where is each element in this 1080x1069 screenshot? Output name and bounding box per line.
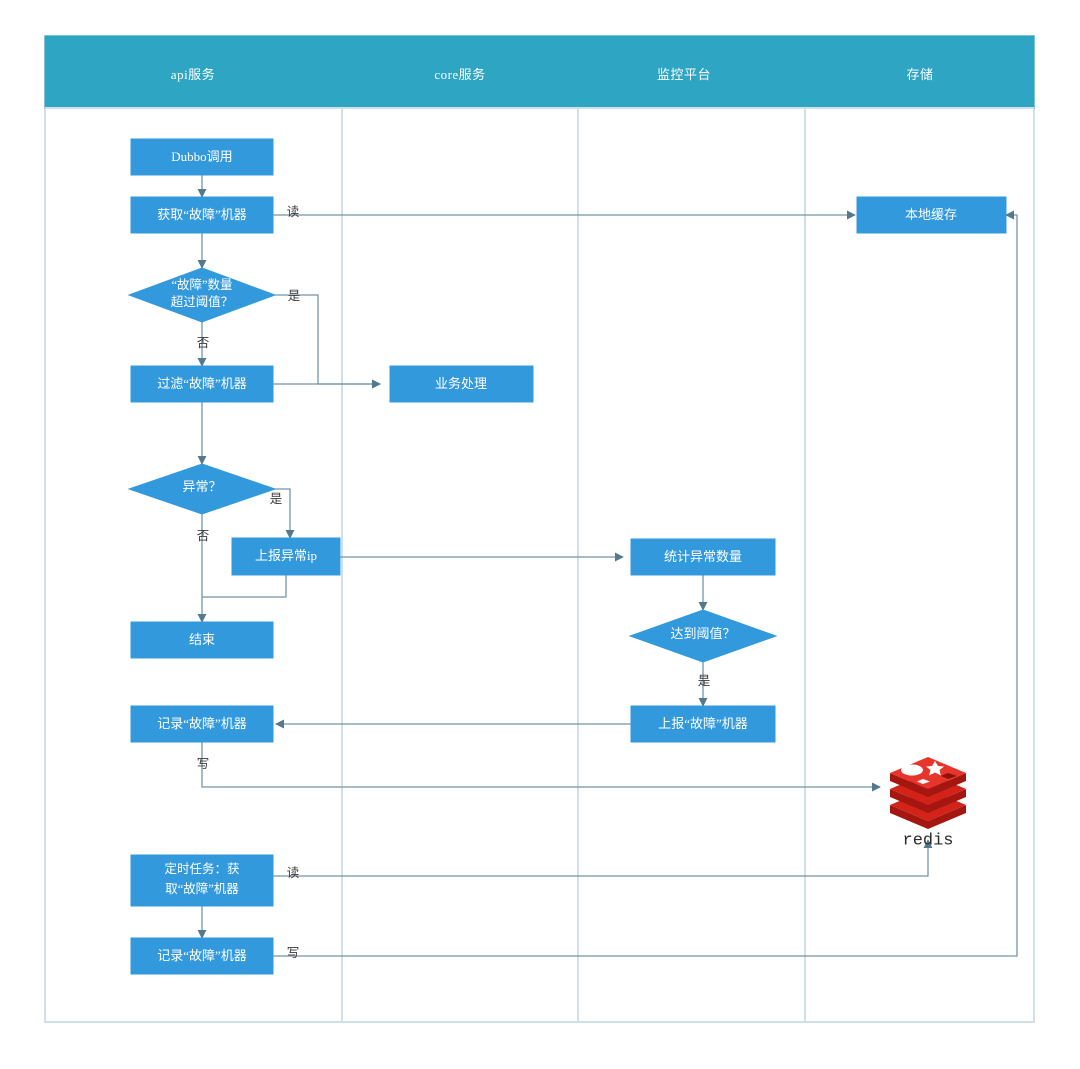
- node-local-cache[interactable]: 本地缓存: [856, 196, 1007, 234]
- node-cron-get-fault-rect[interactable]: [130, 854, 274, 907]
- node-business-label: 业务处理: [435, 376, 487, 391]
- node-count-abnormal-label: 统计异常数量: [664, 549, 742, 564]
- lane-headers: api服务 core服务 监控平台 存储: [171, 67, 933, 82]
- node-report-fault-rect[interactable]: [630, 705, 776, 743]
- lane-header-core: core服务: [434, 67, 485, 82]
- node-reach-threshold-label: 达到阈值？: [670, 626, 735, 641]
- node-get-fault-machines[interactable]: 获取“故障”机器: [130, 196, 274, 234]
- node-dubbo-call[interactable]: Dubbo调用: [130, 138, 274, 176]
- node-reach-threshold[interactable]: 达到阈值？: [628, 609, 778, 663]
- edge-label-no-abnormal: 否: [197, 529, 210, 543]
- node-record-fault-label: 记录“故障”机器: [157, 716, 247, 731]
- node-report-abnormal-ip[interactable]: 上报异常ip: [231, 537, 341, 576]
- edge-label-write-redis: 写: [197, 757, 210, 771]
- node-is-abnormal-diamond[interactable]: [127, 463, 277, 515]
- node-end[interactable]: 结束: [130, 621, 274, 659]
- edge-label-yes-threshold: 是: [288, 289, 301, 303]
- edge-label-yes-abnormal: 是: [270, 492, 283, 506]
- node-dubbo-call-label: Dubbo调用: [171, 149, 232, 164]
- node-is-abnormal[interactable]: 异常？: [127, 463, 277, 515]
- node-report-ip-rect[interactable]: [231, 537, 341, 576]
- node-end-rect[interactable]: [130, 621, 274, 659]
- lane-header-storage: 存储: [906, 67, 933, 82]
- edge-label-no-threshold: 否: [197, 336, 210, 350]
- node-reach-threshold-diamond[interactable]: [628, 609, 778, 663]
- node-record-fault-2-label: 记录“故障”机器: [157, 948, 247, 963]
- edge-cron-to-redis: [273, 839, 933, 877]
- node-dubbo-call-rect[interactable]: [130, 138, 274, 176]
- redis-label: redis: [902, 831, 953, 850]
- edge-labels: 读 是 否 是 否 是 写 读 写: [197, 205, 711, 960]
- node-report-ip-label: 上报异常ip: [255, 548, 317, 563]
- node-cron-get-fault[interactable]: 定时任务：获 取“故障”机器: [130, 854, 274, 907]
- node-local-cache-label: 本地缓存: [905, 207, 957, 222]
- node-report-fault-machines[interactable]: 上报“故障”机器: [630, 705, 776, 743]
- redis-icon: redis: [890, 757, 966, 850]
- node-fault-over-threshold-diamond[interactable]: [127, 267, 277, 323]
- node-fault-over-threshold-label-2: 超过阈值？: [171, 294, 234, 309]
- node-filter-fault-machines[interactable]: 过滤“故障”机器: [130, 365, 274, 403]
- edge-label-read-cache: 读: [287, 205, 300, 219]
- node-record-fault-rect[interactable]: [130, 705, 274, 743]
- node-report-fault-label: 上报“故障”机器: [658, 716, 748, 731]
- node-local-cache-rect[interactable]: [856, 196, 1007, 234]
- edge-record2-to-localcache: [273, 210, 1018, 957]
- edges: [197, 175, 1018, 957]
- node-record-fault-2-rect[interactable]: [130, 937, 274, 975]
- edge-reportip-to-endline: [202, 575, 287, 598]
- node-cron-get-fault-label-1: 定时任务：获: [164, 861, 239, 876]
- node-filter-fault-rect[interactable]: [130, 365, 274, 403]
- node-record-fault-machines-2[interactable]: 记录“故障”机器: [130, 937, 274, 975]
- lane-header-band: [44, 35, 1035, 109]
- lane-header-monitor: 监控平台: [657, 67, 711, 82]
- edge-label-yes-reach: 是: [698, 674, 711, 688]
- edge-label-write-cache: 写: [287, 946, 300, 960]
- node-get-fault-label: 获取“故障”机器: [157, 207, 247, 222]
- node-get-fault-rect[interactable]: [130, 196, 274, 234]
- edge-label-read-redis: 读: [287, 866, 300, 880]
- edge-record-to-redis: [201, 742, 881, 792]
- node-count-abnormal[interactable]: 统计异常数量: [630, 538, 776, 576]
- node-is-abnormal-label: 异常？: [182, 479, 221, 494]
- lane-header-api: api服务: [171, 67, 215, 82]
- node-record-fault-machines[interactable]: 记录“故障”机器: [130, 705, 274, 743]
- node-cron-get-fault-label-2: 取“故障”机器: [165, 881, 239, 896]
- node-filter-fault-label: 过滤“故障”机器: [157, 376, 247, 391]
- node-count-abnormal-rect[interactable]: [630, 538, 776, 576]
- node-fault-over-threshold-label-1: “故障”数量: [171, 277, 232, 292]
- node-business-process[interactable]: 业务处理: [389, 365, 534, 403]
- node-fault-over-threshold[interactable]: “故障”数量 超过阈值？: [127, 267, 277, 323]
- node-business-rect[interactable]: [389, 365, 534, 403]
- node-end-label: 结束: [189, 632, 215, 647]
